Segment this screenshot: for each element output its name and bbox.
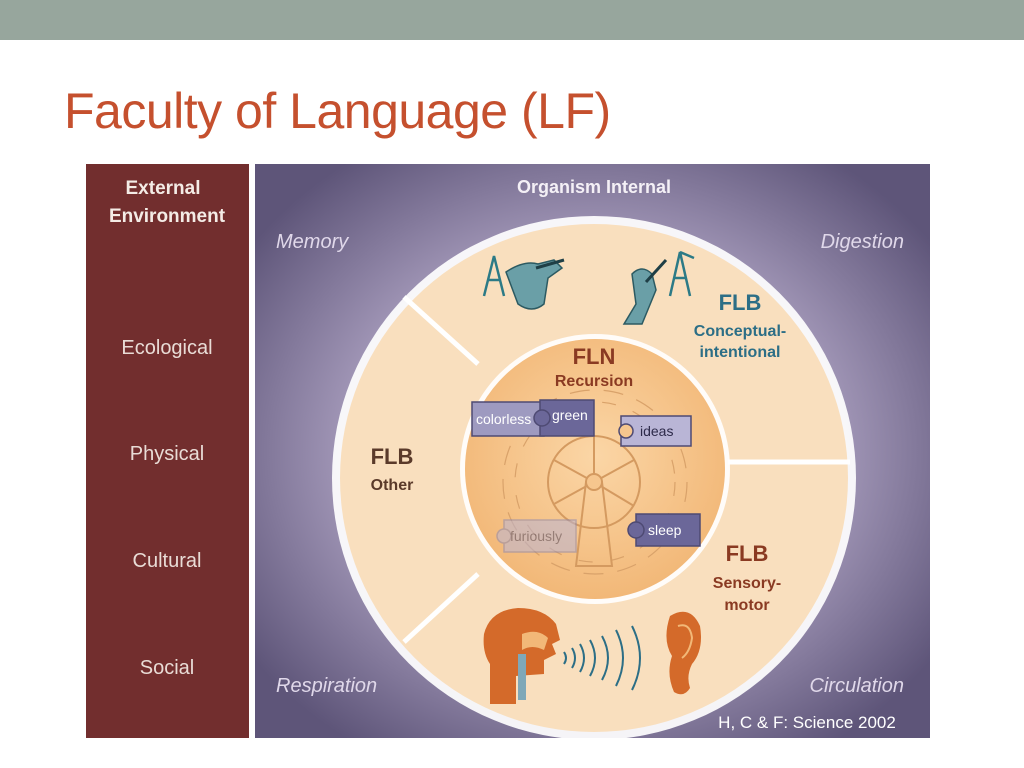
flb-conceptual-line1: Conceptual- <box>694 323 786 340</box>
language-faculty-diagram: External Environment Ecological Physical… <box>86 164 930 738</box>
flb-sensory-line2: motor <box>724 597 769 614</box>
puzzle-piece-sleep: sleep <box>627 513 701 547</box>
top-accent-bar <box>0 0 1024 40</box>
external-item-social: Social <box>140 657 194 679</box>
corner-digestion: Digestion <box>821 231 904 253</box>
external-item-physical: Physical <box>130 443 204 465</box>
puzzle-word-green: green <box>552 407 588 423</box>
puzzle-word-sleep: sleep <box>648 522 682 538</box>
citation-caption: H, C & F: Science 2002 <box>718 713 896 732</box>
corner-memory: Memory <box>276 231 349 253</box>
puzzle-piece-green: green <box>533 399 595 437</box>
puzzle-piece-furiously: furiously <box>496 519 577 553</box>
external-title-line1: External <box>126 178 201 199</box>
puzzle-word-ideas: ideas <box>640 423 673 439</box>
external-item-ecological: Ecological <box>121 337 212 359</box>
flb-other-title: FLB <box>371 444 414 469</box>
corner-respiration: Respiration <box>276 675 377 697</box>
sound-waves-icon <box>563 625 641 691</box>
flb-other-line1: Other <box>371 477 414 494</box>
flb-sensory-title: FLB <box>726 541 769 566</box>
external-title-line2: Environment <box>109 206 226 227</box>
puzzle-piece-colorless: colorless <box>471 401 545 437</box>
corner-circulation: Circulation <box>810 675 904 697</box>
writing-hand-icon <box>482 250 695 325</box>
ear-icon <box>666 611 701 695</box>
flb-conceptual-line2: intentional <box>700 344 781 361</box>
speaking-head-icon <box>483 608 560 704</box>
slide-title: Faculty of Language (LF) <box>64 83 611 139</box>
fln-title: FLN <box>573 344 616 369</box>
external-item-cultural: Cultural <box>133 550 202 572</box>
flb-conceptual-title: FLB <box>719 290 762 315</box>
internal-title: Organism Internal <box>517 177 671 197</box>
puzzle-piece-ideas: ideas <box>618 415 692 447</box>
flb-sensory-line1: Sensory- <box>713 575 781 592</box>
puzzle-word-colorless: colorless <box>476 411 531 427</box>
external-environment-panel: External Environment Ecological Physical… <box>86 164 249 738</box>
puzzle-word-furiously: furiously <box>510 528 562 544</box>
fln-subtitle: Recursion <box>555 373 633 390</box>
